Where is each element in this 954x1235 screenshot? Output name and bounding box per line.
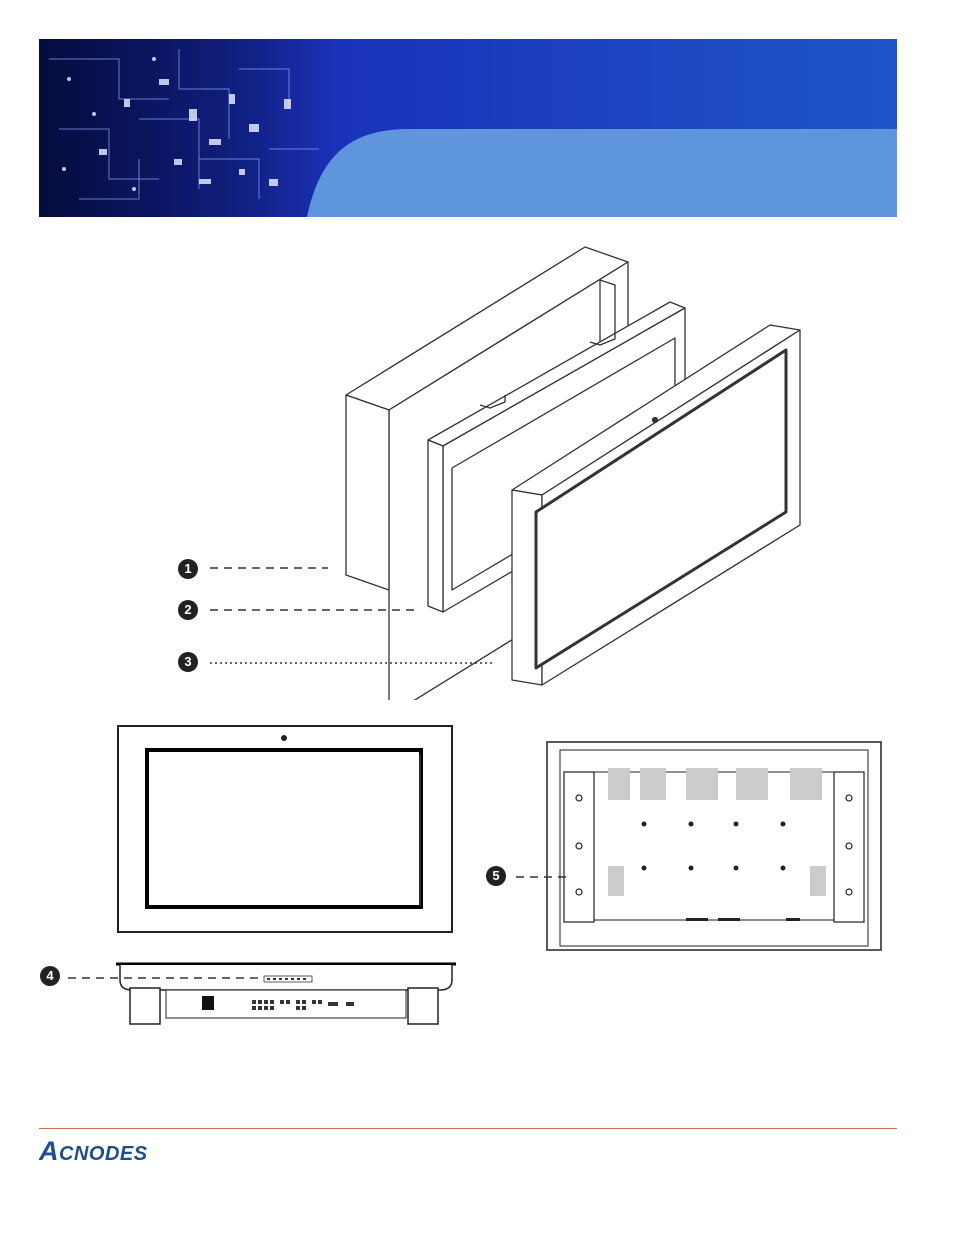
logo-wordmark: ACNODES (39, 1136, 148, 1166)
callout-1: 1 (178, 559, 198, 579)
front-view-diagram (116, 724, 456, 934)
callout-5-number: 5 (492, 868, 499, 883)
exploded-view-diagram (160, 240, 820, 700)
callout-4: 4 (40, 966, 60, 986)
circuit-board-image (39, 39, 339, 217)
callout-3-number: 3 (184, 654, 191, 669)
footer-divider (39, 1128, 897, 1129)
rear-view-diagram (480, 736, 888, 956)
callout-3: 3 (178, 652, 198, 672)
company-logo: ACNODES (39, 1134, 239, 1168)
front-camera-icon (281, 735, 287, 741)
callout-2-number: 2 (184, 602, 191, 617)
banner-wave (307, 129, 897, 217)
header-banner (39, 39, 897, 217)
callout-2: 2 (178, 600, 198, 620)
bottom-view-diagram (36, 956, 460, 1032)
callout-4-number: 4 (46, 968, 53, 983)
callout-5: 5 (486, 866, 506, 886)
callout-1-number: 1 (184, 561, 191, 576)
